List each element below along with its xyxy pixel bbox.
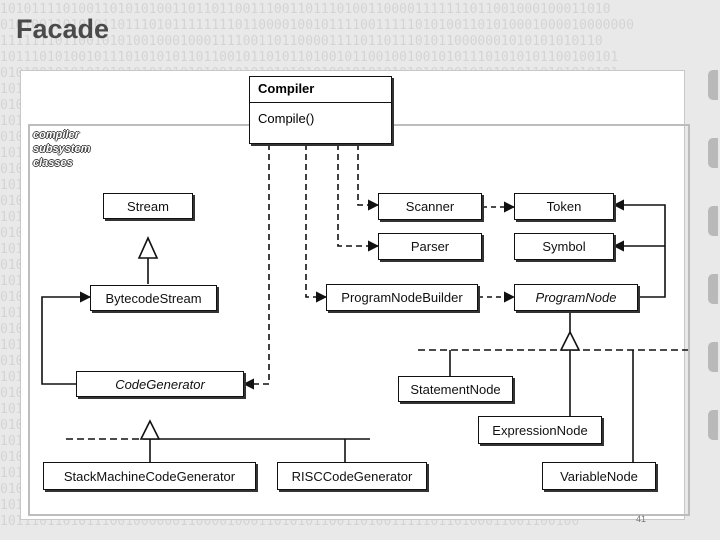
class-compiler: Compiler Compile() bbox=[249, 76, 392, 144]
subsystem-label: compiler subsystem classes bbox=[33, 129, 91, 169]
class-symbol: Symbol bbox=[514, 233, 614, 260]
page-number: 41 bbox=[636, 514, 647, 524]
dependency-compiler-builder bbox=[305, 144, 328, 303]
class-token: Token bbox=[514, 193, 614, 220]
association-codegen-bytecodestream bbox=[41, 291, 92, 385]
background-binary-line: 0101001101010110111010111111110110000100… bbox=[0, 18, 634, 33]
class-risc-code-generator: RISCCodeGenerator bbox=[277, 462, 427, 490]
inheritance-triangle-programnode bbox=[559, 330, 581, 351]
class-code-generator: CodeGenerator bbox=[76, 371, 244, 397]
class-compiler-operation: Compile() bbox=[258, 111, 315, 126]
inheritance-triangle-codegen bbox=[139, 419, 161, 440]
class-program-node-builder: ProgramNodeBuilder bbox=[326, 284, 478, 311]
class-parser: Parser bbox=[378, 233, 482, 260]
class-stream: Stream bbox=[103, 193, 193, 219]
class-expression-node: ExpressionNode bbox=[478, 416, 602, 444]
dependency-compiler-scanner bbox=[357, 144, 380, 211]
background-binary-line: 1011101010010111010101011011001011010110… bbox=[0, 50, 619, 65]
class-variable-node: VariableNode bbox=[542, 462, 656, 490]
background-binary-line: 1010111101001101010100110110110011100110… bbox=[0, 2, 611, 17]
class-statement-node: StatementNode bbox=[398, 376, 513, 402]
slide-side-tabs bbox=[708, 70, 720, 478]
slide-title: Facade bbox=[16, 14, 110, 44]
class-stack-machine-code-generator: StackMachineCodeGenerator bbox=[43, 462, 256, 490]
inheritance-triangle-stream bbox=[137, 236, 159, 259]
class-compiler-name: Compiler bbox=[250, 77, 391, 103]
class-program-node: ProgramNode bbox=[514, 284, 638, 311]
class-bytecode-stream: BytecodeStream bbox=[90, 285, 217, 311]
dependency-compiler-codegen bbox=[242, 144, 270, 390]
class-scanner: Scanner bbox=[378, 193, 482, 220]
background-binary-line: 1111111011001010100100010001111001101100… bbox=[0, 34, 603, 49]
dependency-compiler-parser bbox=[337, 144, 380, 252]
association-programnode-token bbox=[612, 199, 666, 298]
